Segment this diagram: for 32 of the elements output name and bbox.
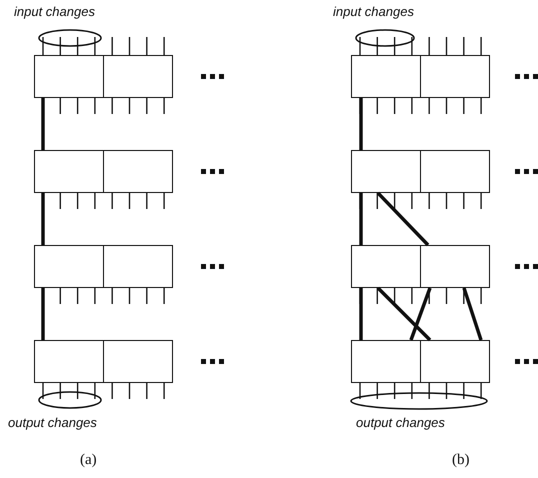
connection-line bbox=[376, 192, 430, 246]
change-caption: input changes bbox=[14, 4, 95, 19]
logic-block bbox=[420, 150, 490, 193]
panel-label: (b) bbox=[452, 452, 470, 469]
logic-block bbox=[351, 340, 421, 383]
logic-block bbox=[420, 245, 490, 288]
logic-block bbox=[351, 150, 421, 193]
connection-line bbox=[41, 98, 45, 150]
change-caption: output changes bbox=[356, 415, 445, 430]
change-caption: input changes bbox=[333, 4, 414, 19]
connection-line bbox=[41, 193, 45, 245]
logic-block bbox=[351, 245, 421, 288]
logic-block bbox=[34, 245, 104, 288]
logic-block bbox=[34, 55, 104, 98]
connection-line bbox=[409, 287, 432, 341]
logic-block bbox=[102, 55, 172, 98]
connection-line bbox=[462, 287, 483, 341]
logic-block bbox=[351, 55, 421, 98]
connection-line bbox=[359, 98, 363, 150]
connection-line bbox=[359, 193, 363, 245]
connection-line bbox=[376, 286, 432, 342]
connection-line bbox=[359, 288, 363, 340]
logic-block bbox=[102, 340, 172, 383]
logic-block bbox=[34, 150, 104, 193]
panel-label: (a) bbox=[80, 452, 97, 469]
connection-line bbox=[41, 288, 45, 340]
change-caption: output changes bbox=[8, 415, 97, 430]
logic-block bbox=[420, 340, 490, 383]
logic-block bbox=[102, 245, 172, 288]
logic-block bbox=[102, 150, 172, 193]
logic-block bbox=[34, 340, 104, 383]
logic-block bbox=[420, 55, 490, 98]
